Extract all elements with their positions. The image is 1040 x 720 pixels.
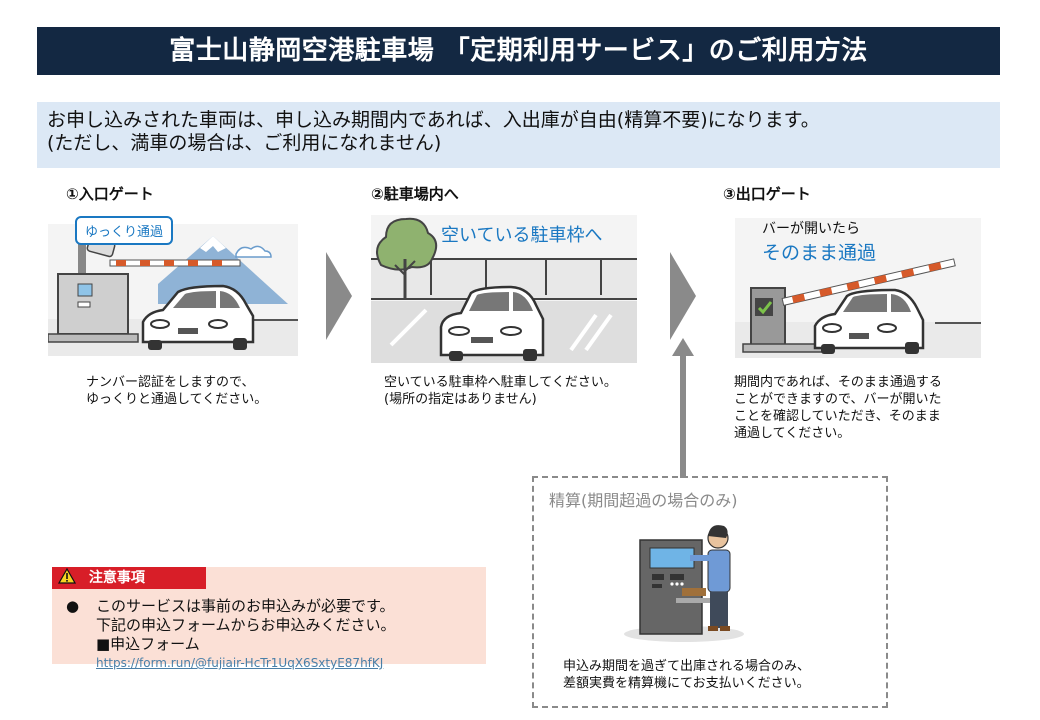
intro-line-1: お申し込みされた車両は、申し込み期間内であれば、入出庫が自由(精算不要)になりま… <box>47 109 820 131</box>
payment-caption-line: 申込み期間を過ぎて出庫される場合のみ、 <box>563 659 811 674</box>
entry-gate-illustration <box>48 224 298 356</box>
notice-line: ■申込フォーム <box>96 635 200 653</box>
arrow-up-icon <box>672 338 694 478</box>
notice-tag: 注意事項 <box>52 567 206 589</box>
pass-through-text: そのまま通過 <box>762 242 877 264</box>
step-3-caption-line: ことを確認していただき、そのまま <box>734 409 941 424</box>
step-3-caption-line: 通過してください。 <box>734 426 851 441</box>
step-1-caption: ナンバー認証をしますので、 ゆっくりと通過してください。 <box>86 374 267 408</box>
warning-icon <box>57 567 78 589</box>
parking-lot-illustration <box>371 215 637 363</box>
step-3-title: ③出口ゲート <box>723 185 811 203</box>
step-1-caption-line: ナンバー認証をしますので、 <box>86 375 255 390</box>
vacant-space-overlay: 空いている駐車枠へ <box>441 225 603 246</box>
slow-pass-bubble: ゆっくり通過 <box>75 216 174 245</box>
step-2-caption-line: 空いている駐車枠へ駐車してください。 <box>384 375 617 390</box>
notice-tag-label: 注意事項 <box>88 570 145 586</box>
notice-bullet: ● <box>66 597 80 615</box>
step-2-title: ②駐車場内へ <box>371 185 459 203</box>
payment-section <box>532 476 888 708</box>
step-1-caption-line: ゆっくりと通過してください。 <box>86 392 268 407</box>
step-2-caption: 空いている駐車枠へ駐車してください。 (場所の指定はありません) <box>384 374 617 408</box>
step-2-caption-line: (場所の指定はありません) <box>384 392 537 407</box>
intro-line-2: (ただし、満車の場合は、ご利用になれません) <box>47 132 442 154</box>
intro-banner: お申し込みされた車両は、申し込み期間内であれば、入出庫が自由(精算不要)になりま… <box>37 102 1000 168</box>
step-1-title: ①入口ゲート <box>66 185 154 203</box>
notice-body: このサービスは事前のお申込みが必要です。 下記の申込フォームからお申込みください… <box>96 597 396 654</box>
exit-gate-illustration <box>735 218 981 358</box>
chevron-right-icon <box>670 252 696 340</box>
step-3-caption-line: ことができますので、バーが開いた <box>734 392 942 407</box>
payment-machine-illustration <box>624 518 750 643</box>
page-title: 富士山静岡空港駐車場 「定期利用サービス」のご利用方法 <box>37 27 1000 75</box>
application-form-link[interactable]: https://form.run/@fujiair-HcTr1UqX6SxtyE… <box>96 656 384 670</box>
payment-caption: 申込み期間を過ぎて出庫される場合のみ、 差額実費を精算機にてお支払いください。 <box>563 658 810 692</box>
chevron-right-icon <box>326 252 352 340</box>
bar-opens-text: バーが開いたら <box>762 221 860 237</box>
notice-line: このサービスは事前のお申込みが必要です。 <box>96 597 395 615</box>
payment-caption-line: 差額実費を精算機にてお支払いください。 <box>563 676 810 691</box>
step-3-caption: 期間内であれば、そのまま通過する ことができますので、バーが開いた ことを確認し… <box>734 374 942 442</box>
step-3-caption-line: 期間内であれば、そのまま通過する <box>734 375 942 390</box>
notice-line: 下記の申込フォームからお申込みください。 <box>96 616 396 634</box>
payment-title: 精算(期間超過の場合のみ) <box>549 491 738 510</box>
